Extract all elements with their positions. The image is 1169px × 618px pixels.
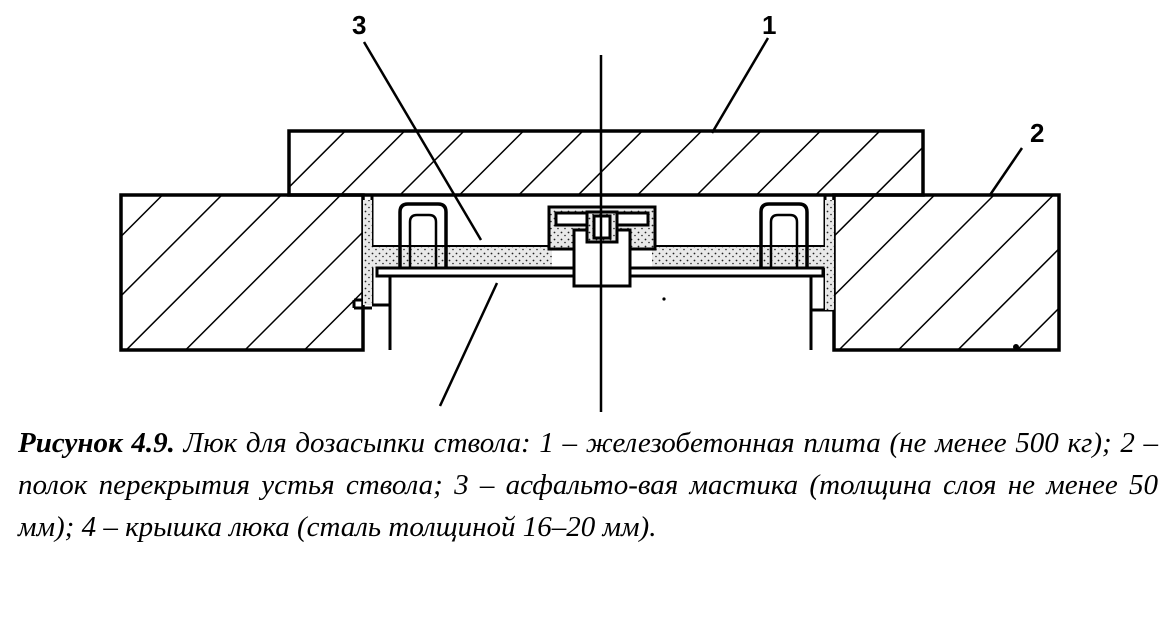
callout-label-1: 1 [762, 10, 776, 40]
lifting-handle-right [759, 202, 809, 268]
callout-label-2: 2 [1030, 118, 1044, 148]
figure-caption: Рисунок 4.9. Люк для дозасыпки ствола: 1… [18, 422, 1158, 548]
hatch-drawing: 3 1 2 [119, 10, 1061, 412]
leader-lines [362, 37, 1024, 407]
caption-text: Люк для дозасыпки ствола: 1 – железобето… [18, 427, 1159, 543]
asphalt-mastic-layer-left [372, 246, 552, 268]
lifting-handle-left [398, 202, 448, 268]
callout-label-3: 3 [352, 10, 366, 40]
mastic-side-right [825, 200, 834, 310]
concrete-slab [287, 129, 925, 197]
figure-label: Рисунок 4.9. [18, 427, 175, 459]
mastic-side-left [363, 200, 372, 305]
floor-block-right [832, 193, 1061, 352]
floor-block-left [119, 193, 365, 352]
asphalt-mastic-layer-right [652, 246, 825, 268]
